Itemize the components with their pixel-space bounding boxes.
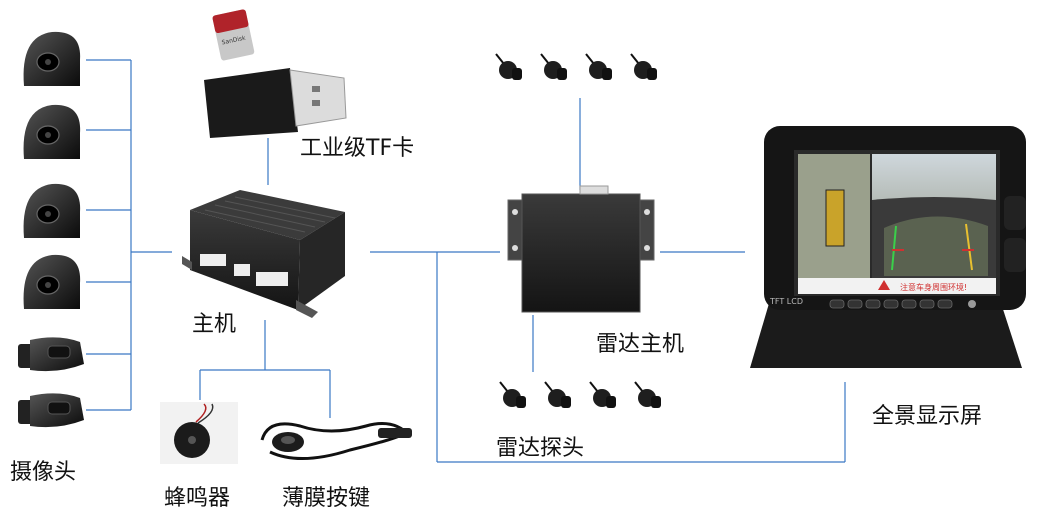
radar-probe: [585, 53, 612, 80]
camera-device: [23, 183, 81, 238]
tf-card-reader: SanDisk: [204, 9, 347, 138]
camera-device: [23, 104, 81, 159]
buzzer-device: [160, 402, 238, 464]
label-keypad: 薄膜按键: [282, 486, 371, 511]
radar-probe: [630, 53, 657, 80]
label-buzzer: 蜂鸣器: [164, 486, 231, 511]
label-camera: 摄像头: [10, 460, 77, 485]
camera-device: [23, 31, 81, 86]
radar-probe: [589, 381, 616, 408]
radar-host-unit: [507, 185, 655, 313]
side-cameras: [18, 337, 84, 428]
camera-device: [23, 254, 81, 309]
membrane-keypad: [260, 422, 412, 460]
radar-probe: [544, 381, 571, 408]
label-radar-probe: 雷达探头: [496, 436, 585, 461]
panoramic-monitor: 注意车身周围环境! TFT LCD: [750, 126, 1026, 368]
label-radar-host: 雷达主机: [596, 332, 685, 357]
screen-warning-text: 注意车身周围环境!: [900, 282, 967, 292]
camera-device: [18, 393, 84, 428]
sd-card-text: SanDisk: [221, 34, 247, 46]
monitor-brand-text: TFT LCD: [769, 297, 803, 306]
host-unit: [182, 190, 345, 318]
connection-lines: [86, 59, 846, 463]
label-tf-card: 工业级TF卡: [300, 136, 415, 161]
radar-probe: [495, 53, 522, 80]
label-display: 全景显示屏: [872, 404, 983, 429]
label-host: 主机: [192, 312, 237, 337]
radar-probe: [499, 381, 526, 408]
radar-probes-top: [495, 53, 657, 80]
radar-probe: [540, 53, 567, 80]
dome-cameras: [23, 31, 81, 309]
radar-probes-bottom: [499, 381, 661, 408]
camera-device: [18, 337, 84, 372]
radar-probe: [634, 381, 661, 408]
